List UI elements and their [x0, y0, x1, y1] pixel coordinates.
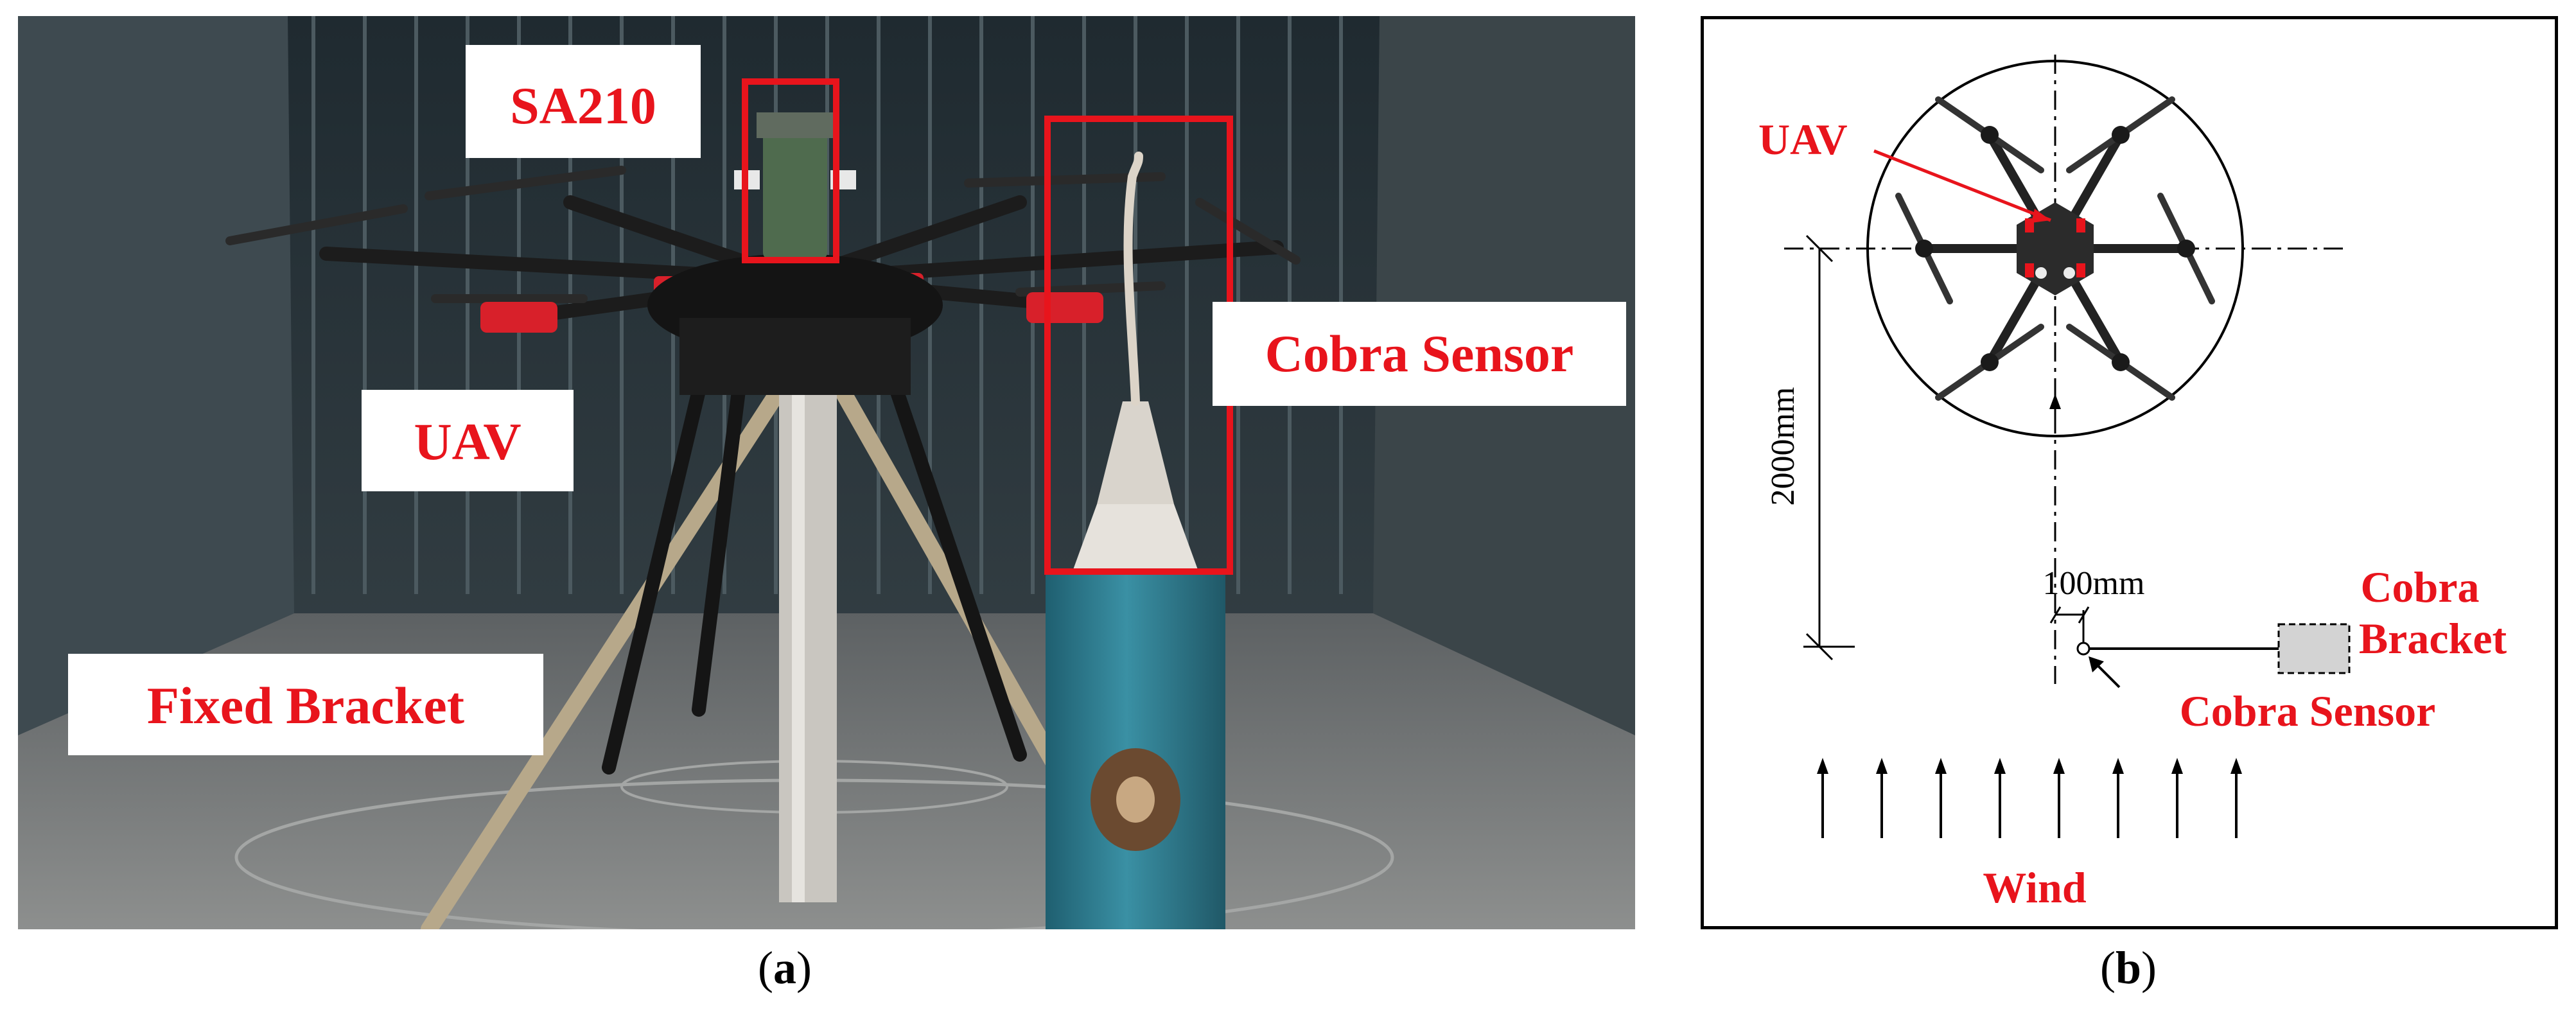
sa210-highlight-box [742, 78, 839, 263]
schematic-frame [1701, 16, 2558, 929]
label-wind: Wind [1983, 863, 2086, 912]
wind-arrows [1821, 767, 2238, 838]
label-uav-schematic: UAV [1758, 115, 1848, 164]
label-uav-photo: UAV [414, 412, 521, 471]
label-cobra-sensor-schematic: Cobra Sensor [2180, 687, 2436, 735]
label-cobra-bracket-line1: Cobra [2360, 563, 2479, 611]
wind-tunnel-photo: SA210 Cobra Sensor UAV Fixed Bracket [18, 16, 1635, 929]
label-sa210: SA210 [510, 76, 656, 135]
dimension-2000mm: 2000mm [1765, 387, 1801, 506]
caption-b: (b) [2100, 942, 2157, 994]
cobra-sensor-point [2076, 642, 2090, 656]
uav-top-view [1895, 96, 2215, 401]
caption-a: (a) [758, 942, 812, 994]
label-cobra-sensor-photo: Cobra Sensor [1265, 324, 1574, 383]
test-layout-schematic: UAV 2000mm 100mm Cobra Bracket Cobra Sen… [1701, 16, 2558, 929]
label-fixed-bracket: Fixed Bracket [147, 676, 464, 735]
label-cobra-bracket-line2: Bracket [2359, 614, 2507, 663]
cobra-bracket-box [2277, 623, 2351, 674]
dimension-100mm: 100mm [2043, 565, 2145, 602]
